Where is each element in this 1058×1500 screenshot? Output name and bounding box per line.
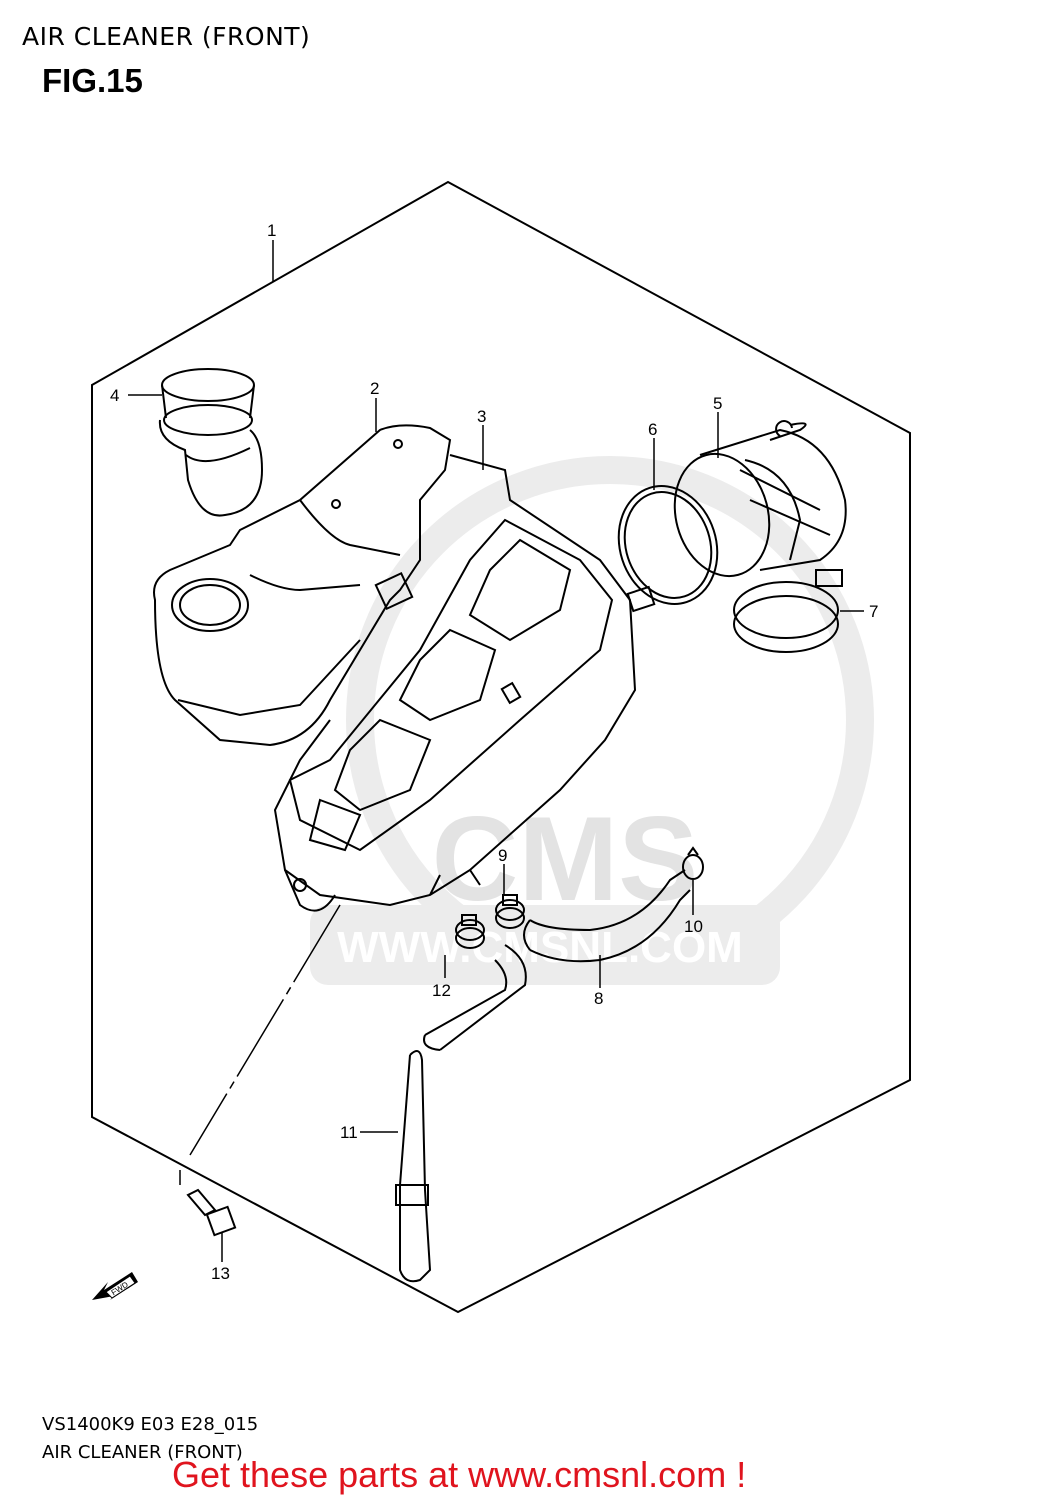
part-10-cap xyxy=(682,846,704,880)
leader-lines xyxy=(128,240,864,1262)
part-3-case xyxy=(273,454,637,912)
figure-label: FIG.15 xyxy=(42,62,143,99)
footer-section-name: AIR CLEANER (FRONT) xyxy=(42,1442,243,1463)
callout-1: 1 xyxy=(267,221,276,240)
watermark-logo-text: CMS xyxy=(432,792,699,926)
part-8-hose xyxy=(523,869,691,963)
part-9-hose-clamp xyxy=(495,894,525,929)
callout-5: 5 xyxy=(713,394,722,413)
header-title: AIR CLEANER (FRONT) xyxy=(22,22,311,51)
callout-13: 13 xyxy=(211,1264,230,1283)
callout-6: 6 xyxy=(648,420,657,439)
callout-12: 12 xyxy=(432,981,451,1000)
callout-8: 8 xyxy=(594,989,603,1008)
callout-10: 10 xyxy=(684,917,703,936)
part-13-bolt xyxy=(186,1188,237,1237)
callout-labels: 1 2 3 4 5 6 7 8 9 10 11 12 13 xyxy=(110,221,878,1283)
forward-direction-arrow-icon: FWD xyxy=(92,1272,138,1300)
callout-4: 4 xyxy=(110,386,119,405)
part-4-funnel xyxy=(158,368,264,517)
callout-2: 2 xyxy=(370,379,379,398)
assembly-boundary xyxy=(91,180,911,1314)
watermark-url-text: WWW.CMSNL.COM xyxy=(337,923,743,972)
footer-cta-link[interactable]: Get these parts at www.cmsnl.com ! xyxy=(172,1454,747,1495)
callout-11: 11 xyxy=(340,1123,358,1142)
part-7-clamp-ring xyxy=(733,569,843,653)
callout-9: 9 xyxy=(498,846,507,865)
footer-model-code: VS1400K9 E03 E28_015 xyxy=(42,1414,259,1435)
part-12-hose-clamp xyxy=(455,914,485,949)
cms-watermark: CMS WWW.CMSNL.COM xyxy=(310,456,874,985)
callout-7: 7 xyxy=(869,602,878,621)
part-2-cover xyxy=(153,424,452,747)
callout-3: 3 xyxy=(477,407,486,426)
part-6-clamp-band xyxy=(617,485,719,613)
part-11-hose xyxy=(395,944,527,1283)
part-5-duct xyxy=(673,420,847,578)
